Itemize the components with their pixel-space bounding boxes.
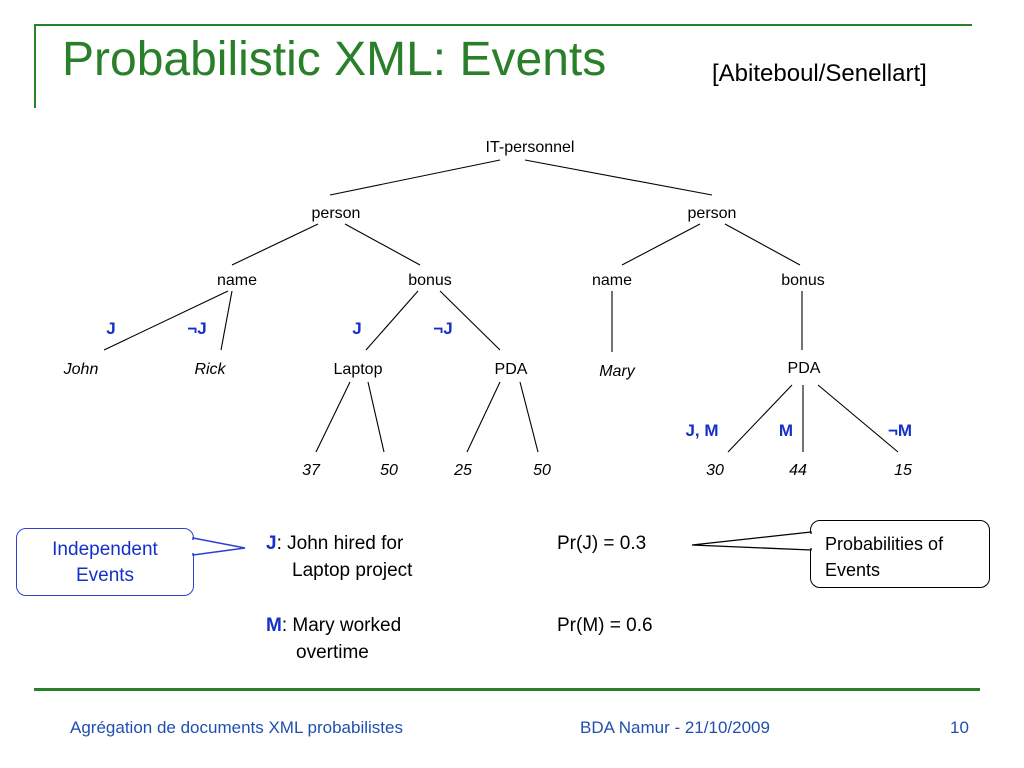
footer-center-text: BDA Namur - 21/10/2009 [580, 718, 770, 737]
node-name-left: name [217, 272, 257, 289]
edge-name-john [103, 290, 229, 351]
edge-pda-50 [519, 381, 539, 453]
event-label-laptop: J [352, 319, 361, 338]
event-j-probability: Pr(J) = 0.3 [557, 533, 647, 554]
event-m-definition: M: Mary worked [266, 616, 401, 635]
event-label-44: M [779, 421, 793, 440]
callout-right-line2: Events [825, 560, 881, 580]
edge-pda-15 [817, 384, 899, 453]
callout-independent-events: Independent Events [16, 528, 194, 596]
event-j-desc-line1: : John hired for [276, 533, 404, 554]
value-pda-right-3: 15 [894, 462, 912, 479]
edge-person-name-left [231, 223, 319, 266]
xml-tree-diagram: IT-personnel person person name bonus na… [63, 139, 912, 479]
tree-nodes: IT-personnel person person name bonus na… [63, 139, 912, 479]
edge-pda-30 [727, 384, 793, 453]
node-it-personnel: IT-personnel [486, 139, 575, 156]
event-label-rick: ¬J [187, 319, 206, 338]
callout-right-line1: Probabilities of [825, 534, 944, 554]
event-m-probability: Pr(M) = 0.6 [557, 615, 653, 636]
event-label-john: J [106, 319, 115, 338]
node-name-right: name [592, 272, 632, 289]
edge-root-person-right [524, 159, 713, 196]
edge-root-person-left [329, 159, 501, 196]
footer-left-text: Agrégation de documents XML probabiliste… [70, 718, 403, 737]
value-pda-right-1: 30 [706, 462, 724, 479]
node-pda-left: PDA [495, 361, 528, 378]
event-m-desc-line1: : Mary worked [281, 615, 402, 636]
node-rick: Rick [194, 361, 226, 378]
citation: [Abiteboul/Senellart] [712, 60, 927, 87]
node-person-right: person [688, 205, 737, 222]
event-j-name: J [266, 533, 277, 554]
slide-title: Probabilistic XML: Events [62, 33, 607, 86]
callout-left-line2: Events [75, 565, 135, 586]
callout-probabilities: Probabilities of Events [810, 520, 990, 588]
value-pda-left-2: 50 [533, 462, 551, 479]
value-pda-right-2: 44 [789, 462, 807, 479]
value-laptop-1: 37 [302, 462, 321, 479]
event-label-pda-left: ¬J [433, 319, 452, 338]
edge-laptop-50 [367, 381, 385, 453]
event-j-desc-line2: Laptop project [292, 560, 413, 581]
edge-laptop-37 [315, 381, 351, 453]
event-label-30: J, M [685, 421, 718, 440]
tree-edges [103, 159, 899, 453]
node-john: John [63, 361, 99, 378]
edge-person-bonus-right [724, 223, 801, 266]
left-rule [34, 24, 36, 108]
edge-pda-25 [466, 381, 501, 453]
node-mary: Mary [599, 363, 636, 380]
event-labels: J ¬J J ¬J J, M M ¬M [106, 319, 912, 440]
edge-person-bonus-left [344, 223, 421, 266]
event-label-15: ¬M [888, 421, 912, 440]
node-pda-right: PDA [788, 360, 821, 377]
callout-right-pointer [691, 531, 812, 551]
node-bonus-left: bonus [408, 272, 452, 289]
event-m-name: M [266, 615, 282, 636]
value-laptop-2: 50 [380, 462, 398, 479]
edge-name-rick [220, 290, 233, 351]
edge-person-name-right [621, 223, 701, 266]
edge-bonus-pda-left [439, 290, 501, 351]
event-m-desc-line2: overtime [296, 642, 369, 663]
node-person-left: person [312, 205, 361, 222]
callout-left-pointer [192, 537, 246, 556]
node-laptop: Laptop [334, 361, 383, 378]
bottom-rule [34, 688, 980, 691]
node-bonus-right: bonus [781, 272, 825, 289]
edge-bonus-laptop [365, 290, 419, 351]
footer-page-number: 10 [950, 718, 969, 737]
value-pda-left-1: 25 [453, 462, 472, 479]
callout-left-line1: Independent [52, 539, 158, 560]
event-j-definition: J: John hired for [266, 534, 403, 553]
top-rule [36, 24, 972, 26]
